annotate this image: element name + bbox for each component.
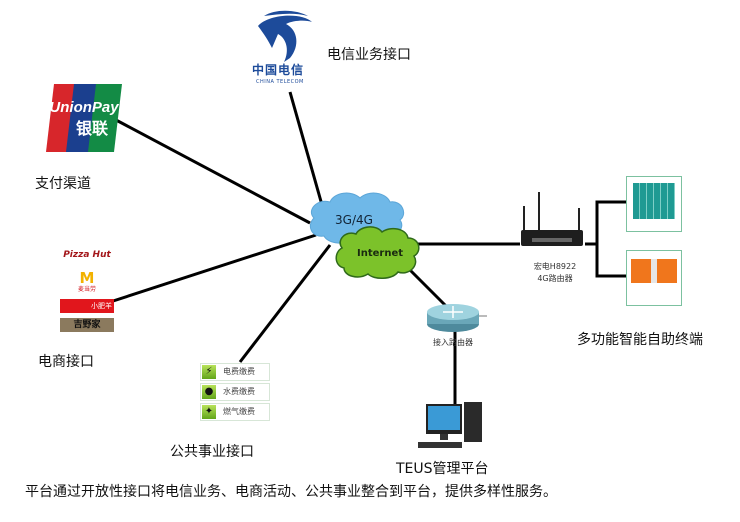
- telecom-logo-cn: 中国电信: [252, 63, 305, 77]
- router-4g-label-1: 宏电H8922: [533, 262, 577, 271]
- terminals-label: 多功能智能自助终端: [577, 332, 703, 348]
- unionpay-text: UnionPay: [49, 99, 119, 116]
- telecom-label: 电信业务接口: [327, 47, 411, 63]
- line-ecommerce-3g: [109, 233, 317, 304]
- terminal-kiosk: [626, 250, 682, 306]
- xiaofeiyang-logo: 小肥羊: [60, 299, 114, 313]
- line-terminal-top: [595, 200, 626, 278]
- ecommerce-label: 电商接口: [38, 354, 94, 370]
- pizzahut-logo: Pizza Hut: [63, 250, 111, 260]
- access-router-icon: [427, 304, 487, 332]
- mcdonalds-logo: M 麦当劳: [60, 271, 114, 294]
- utility-item-label: 水费缴费: [223, 387, 255, 396]
- utility-item-gas: ✦ 燃气缴费: [200, 403, 270, 421]
- utility-item-label: 电费缴费: [223, 367, 255, 376]
- router-4g-icon: [521, 192, 583, 246]
- telecom-logo-en: CHINA TELECOM: [256, 79, 304, 85]
- utility-label: 公共事业接口: [170, 444, 254, 460]
- router-4g-label-2: 4G路由器: [537, 274, 573, 283]
- diagram-caption: 平台通过开放性接口将电信业务、电商活动、公共事业整合到平台，提供多样性服务。: [25, 484, 557, 500]
- cloud-internet-label: Internet: [357, 248, 403, 259]
- desktop-computer-icon: [418, 402, 482, 448]
- network-clouds: 3G/4G Internet: [309, 192, 420, 279]
- utility-item-label: 燃气缴费: [223, 407, 255, 416]
- line-utility-3g: [238, 244, 332, 363]
- unionpay-cn-text: 银联: [76, 119, 108, 138]
- utility-item-water: ● 水费缴费: [200, 383, 270, 401]
- flame-icon: ✦: [202, 405, 216, 419]
- line-telecom-3g: [288, 91, 324, 206]
- payment-label: 支付渠道: [35, 176, 91, 192]
- terminal-locker: [626, 176, 682, 232]
- utility-item-electricity: ⚡ 电费缴费: [200, 363, 270, 381]
- cloud-3g-label: 3G/4G: [335, 213, 373, 227]
- locker-icon: [633, 183, 675, 219]
- yoshinoya-logo: 吉野家: [60, 318, 114, 332]
- line-unionpay-3g: [115, 118, 311, 225]
- access-router-label: 接入路由器: [433, 338, 473, 347]
- cloud-internet: Internet: [335, 226, 420, 279]
- water-drop-icon: ●: [202, 385, 216, 399]
- management-label: TEUS管理平台: [396, 461, 489, 477]
- mcdonalds-text: 麦当劳: [77, 286, 96, 293]
- lightning-icon: ⚡: [202, 365, 216, 379]
- unionpay-logo: UnionPay 银联: [46, 84, 122, 152]
- china-telecom-logo: [258, 10, 312, 63]
- kiosk-icon: [631, 259, 677, 283]
